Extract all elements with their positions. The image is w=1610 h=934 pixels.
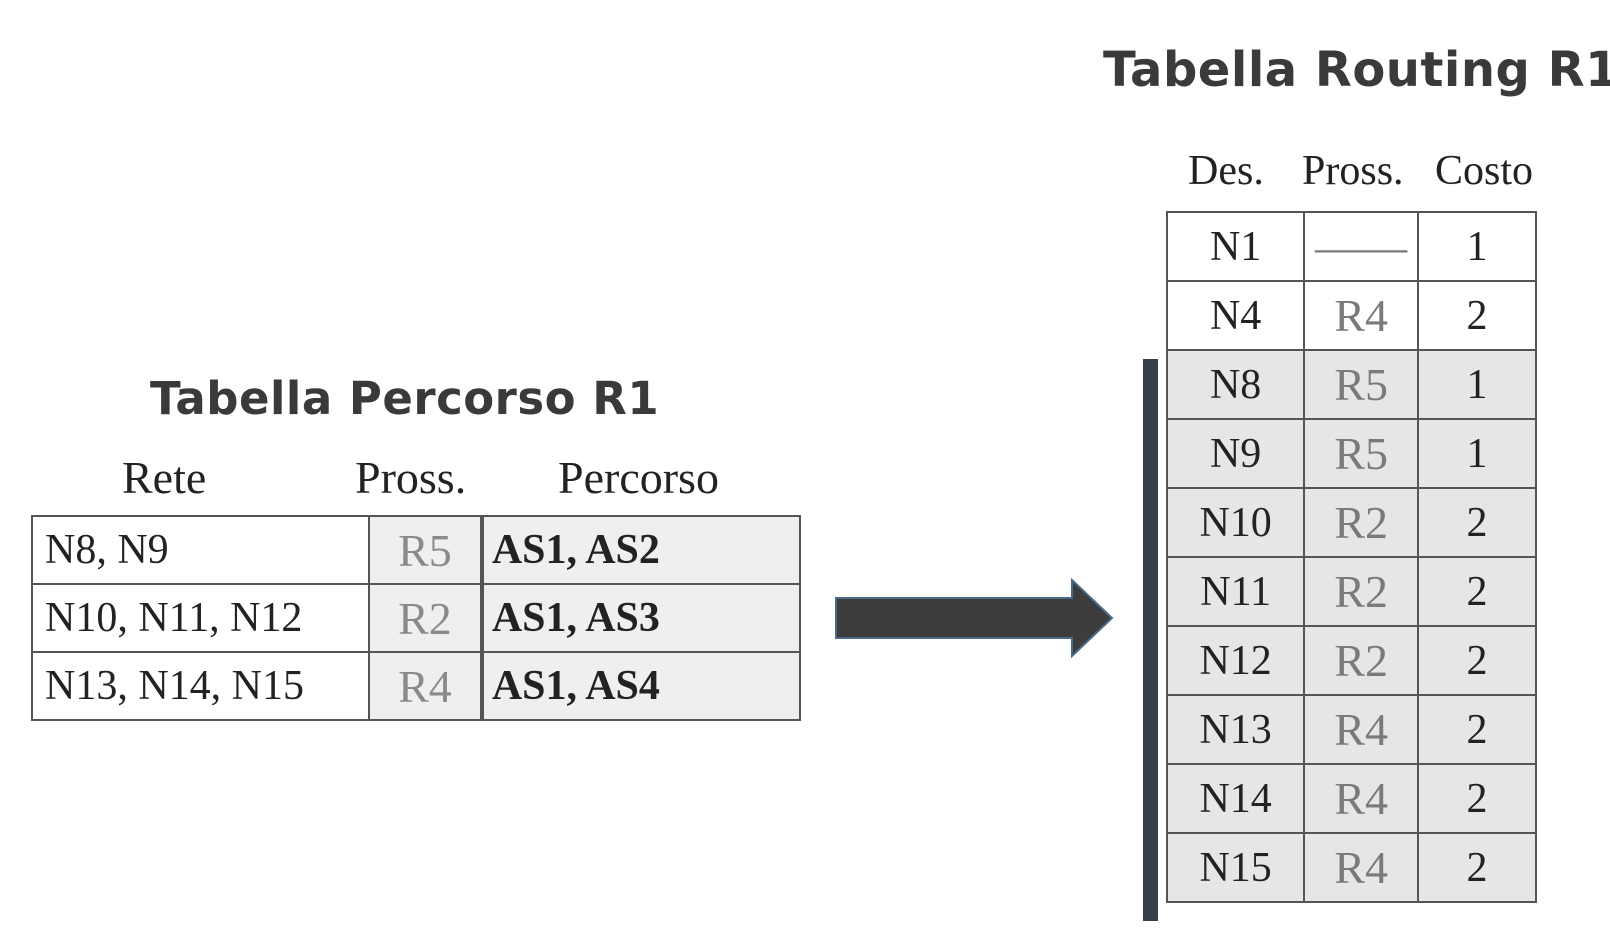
percorso-cell-percorso: AS1, AS4 xyxy=(480,651,802,721)
percorso-cell-rete: N13, N14, N15 xyxy=(30,651,371,721)
percorso-cell-percorso: AS1, AS2 xyxy=(480,515,802,585)
percorso-row: N10, N11, N12 R2 AS1, AS3 xyxy=(30,583,802,653)
routing-cell-pross: R2 xyxy=(1303,556,1420,627)
routing-cell-des: N9 xyxy=(1165,418,1306,489)
routing-cell-pross: R4 xyxy=(1303,763,1420,834)
routing-cell-pross: R4 xyxy=(1303,280,1420,351)
percorso-table: N8, N9 R5 AS1, AS2 N10, N11, N12 R2 AS1,… xyxy=(30,515,802,721)
routing-cell-costo: 2 xyxy=(1417,832,1537,903)
routing-cell-costo: 2 xyxy=(1417,625,1537,696)
percorso-header-percorso: Percorso xyxy=(558,452,719,503)
routing-cell-des: N15 xyxy=(1165,832,1306,903)
right-arrow-icon xyxy=(835,578,1114,658)
routing-row: N1——1 xyxy=(1165,211,1537,282)
routing-cell-pross: R5 xyxy=(1303,418,1420,489)
percorso-cell-rete: N10, N11, N12 xyxy=(30,583,371,653)
routing-cell-des: N10 xyxy=(1165,487,1306,558)
routing-cell-costo: 1 xyxy=(1417,418,1537,489)
routing-cell-costo: 2 xyxy=(1417,556,1537,627)
percorso-cell-pross: R2 xyxy=(368,583,484,653)
routing-cell-costo: 2 xyxy=(1417,280,1537,351)
percorso-row: N13, N14, N15 R4 AS1, AS4 xyxy=(30,651,802,721)
routing-title: Tabella Routing R1 xyxy=(1103,42,1610,98)
routing-cell-des: N1 xyxy=(1165,211,1306,282)
routing-cell-pross: R2 xyxy=(1303,487,1420,558)
routing-cell-des: N12 xyxy=(1165,625,1306,696)
routing-cell-pross: R2 xyxy=(1303,625,1420,696)
routing-cell-des: N13 xyxy=(1165,694,1306,765)
percorso-cell-pross: R4 xyxy=(368,651,484,721)
routing-cell-des: N8 xyxy=(1165,349,1306,420)
percorso-title: Tabella Percorso R1 xyxy=(150,372,660,425)
routing-cell-des: N14 xyxy=(1165,763,1306,834)
routing-cell-pross: R4 xyxy=(1303,832,1420,903)
percorso-header-rete: Rete xyxy=(122,452,207,503)
routing-cell-costo: 2 xyxy=(1417,763,1537,834)
routing-cell-des: N11 xyxy=(1165,556,1306,627)
routing-cell-costo: 2 xyxy=(1417,694,1537,765)
routing-cell-des: N4 xyxy=(1165,280,1306,351)
routing-cell-pross: R5 xyxy=(1303,349,1420,420)
routing-header-costo: Costo xyxy=(1435,148,1534,194)
highlight-bracket xyxy=(1143,359,1158,921)
routing-header-pross: Pross. xyxy=(1302,148,1404,194)
percorso-cell-percorso: AS1, AS3 xyxy=(480,583,802,653)
routing-cell-costo: 2 xyxy=(1417,487,1537,558)
routing-cell-costo: 1 xyxy=(1417,211,1537,282)
routing-header-des: Des. xyxy=(1188,148,1264,194)
percorso-cell-rete: N8, N9 xyxy=(30,515,371,585)
routing-cell-costo: 1 xyxy=(1417,349,1537,420)
routing-cell-pross: —— xyxy=(1303,211,1420,282)
percorso-row: N8, N9 R5 AS1, AS2 xyxy=(30,515,802,585)
percorso-header-pross: Pross. xyxy=(355,452,467,503)
routing-cell-pross: R4 xyxy=(1303,694,1420,765)
percorso-cell-pross: R5 xyxy=(368,515,484,585)
